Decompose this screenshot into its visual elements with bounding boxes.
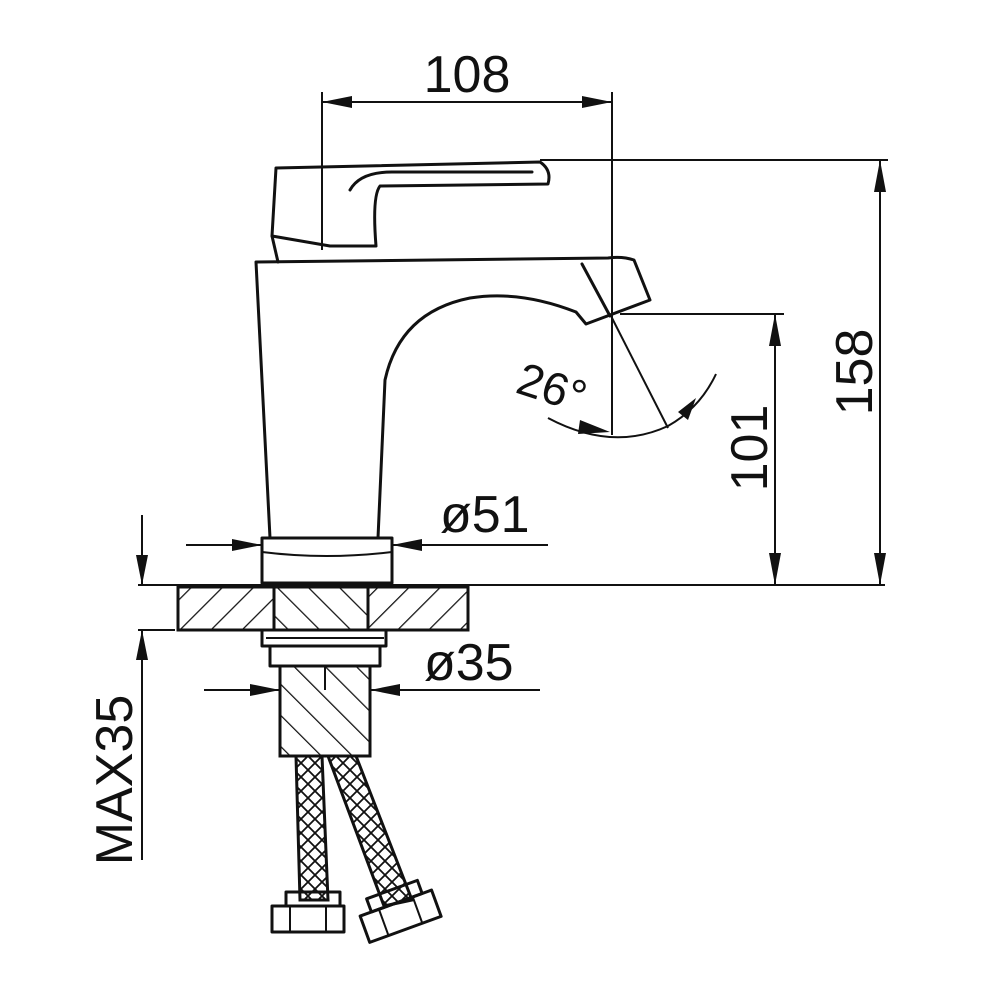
hex-fitting-left — [270, 890, 346, 934]
dim-spout-height-label: 101 — [721, 405, 779, 492]
base-ring-curve — [261, 551, 393, 557]
dim-shank-diameter: ø35 — [204, 634, 540, 696]
shank-assembly — [260, 628, 388, 758]
dim-max-thickness: MAX35 — [86, 515, 148, 865]
lever-handle — [270, 160, 551, 248]
dim-spout-reach-label: 108 — [424, 46, 511, 104]
counter-hatch-left — [176, 585, 276, 632]
dim-shank-diameter-label: ø35 — [424, 634, 514, 692]
lever-handle-underside — [270, 234, 280, 264]
dim-spout-height: 101 — [620, 313, 784, 585]
body-outline — [254, 255, 652, 540]
counter-hatch-right — [366, 585, 470, 632]
dim-total-height: 158 — [540, 159, 888, 585]
dim-max-thickness-label: MAX35 — [86, 695, 144, 866]
lever-handle-inner — [348, 170, 534, 192]
hose-right — [325, 754, 415, 908]
hose-left — [294, 754, 330, 902]
dim-total-height-label: 158 — [826, 329, 884, 416]
hex-fitting-right — [358, 878, 443, 944]
dim-rotation-angle: 26° — [511, 317, 717, 439]
dim-base-diameter: ø51 — [186, 486, 548, 551]
flex-hoses — [270, 754, 443, 944]
countertop-section — [138, 584, 885, 632]
dim-rotation-angle-label: 26° — [511, 352, 593, 423]
lock-nut — [268, 644, 382, 668]
aerator-line — [580, 262, 612, 318]
shank-section — [272, 585, 370, 632]
dim-spout-reach: 108 — [321, 46, 613, 435]
faucet-body — [254, 160, 652, 585]
base-ring — [260, 536, 394, 585]
dim-base-diameter-label: ø51 — [440, 486, 530, 544]
